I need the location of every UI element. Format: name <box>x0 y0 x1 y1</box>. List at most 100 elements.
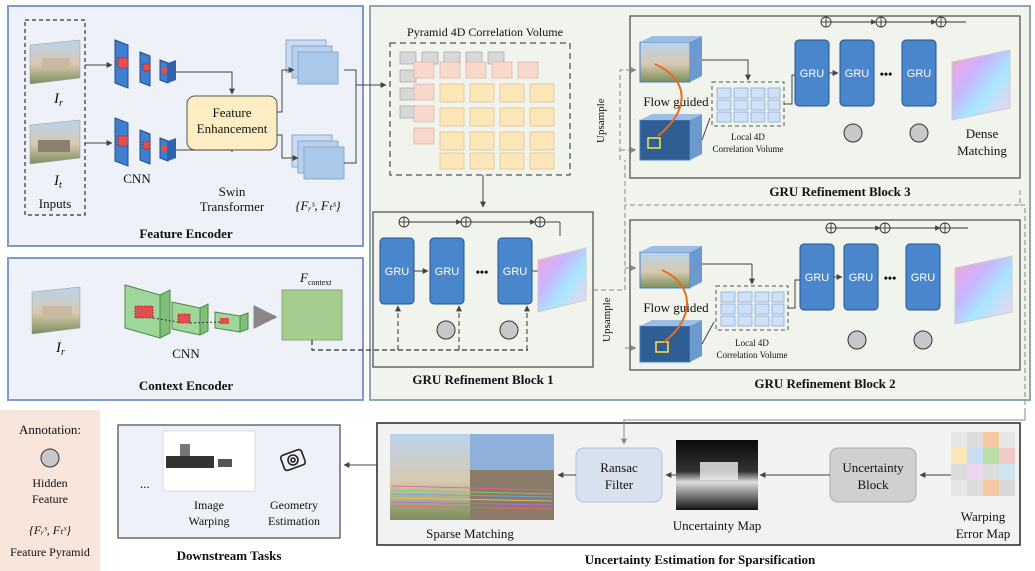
feature-encoder-panel: Ir It Inputs CNN <box>7 5 364 247</box>
svg-text:Block: Block <box>857 477 889 492</box>
gru-cell: GRU <box>839 39 875 107</box>
svg-text:•••: ••• <box>476 265 489 279</box>
gru-cell: GRU <box>497 237 533 305</box>
svg-text:GRU: GRU <box>805 272 830 284</box>
svg-text:Feature Pyramid: Feature Pyramid <box>10 545 90 559</box>
flow-output-1 <box>537 247 587 313</box>
svg-text:GRU: GRU <box>907 68 932 80</box>
uncertainty-block-box <box>829 447 917 503</box>
gru-cell: GRU <box>905 243 941 311</box>
context-feature-block <box>281 289 343 341</box>
svg-text:Uncertainty Map: Uncertainty Map <box>673 518 761 533</box>
svg-text:Swin: Swin <box>219 184 246 199</box>
downstream-tasks-panel: ... Image Warping Geometry Estimation Do… <box>117 424 341 563</box>
svg-text:...: ... <box>140 476 150 491</box>
svg-text:GRU: GRU <box>911 272 936 284</box>
svg-text:Flow guided: Flow guided <box>643 300 709 315</box>
warped-frame-bottom <box>639 320 702 363</box>
svg-text:•••: ••• <box>884 271 897 285</box>
svg-text:GRU: GRU <box>435 266 460 278</box>
local-correlation-volume-2 <box>715 285 789 331</box>
context-encoder-title: Context Encoder <box>139 378 233 393</box>
svg-text:Filter: Filter <box>605 477 634 492</box>
svg-text:Feature: Feature <box>213 105 252 120</box>
svg-text:GRU: GRU <box>845 68 870 80</box>
feature-stack-bottom <box>291 134 345 180</box>
svg-text:Estimation: Estimation <box>268 514 320 528</box>
svg-text:Fcontext: Fcontext <box>299 270 332 287</box>
context-cnn <box>124 284 249 339</box>
svg-text:Error Map: Error Map <box>956 526 1011 541</box>
svg-text:Ransac: Ransac <box>600 460 638 475</box>
gru-cell: GRU <box>429 237 465 305</box>
cnn-label: CNN <box>123 171 151 186</box>
uncertainty-title: Uncertainty Estimation for Sparsificatio… <box>585 552 816 567</box>
feature-stack-top <box>285 39 339 85</box>
input-image-t <box>29 119 81 165</box>
svg-text:GRU: GRU <box>385 266 410 278</box>
svg-text:Local 4D: Local 4D <box>735 338 769 348</box>
hidden-feature-symbol <box>40 448 60 468</box>
block3-title: GRU Refinement Block 3 <box>769 184 911 199</box>
svg-text:Sparse Matching: Sparse Matching <box>426 526 514 541</box>
feature-pyramid-symbol: {Fᵣˢ, Fₜˢ} <box>295 198 341 213</box>
svg-text:Matching: Matching <box>957 143 1007 158</box>
svg-text:Warping: Warping <box>188 514 229 528</box>
camera-icon <box>279 448 307 472</box>
svg-text:Transformer: Transformer <box>200 199 265 214</box>
context-input-image <box>31 286 81 335</box>
cnn-top <box>114 39 176 89</box>
downstream-title: Downstream Tasks <box>177 548 282 563</box>
feature-encoder-title: Feature Encoder <box>139 226 232 241</box>
uncertainty-panel: Sparse Matching Ransac Filter Uncertaint… <box>376 422 1021 567</box>
svg-text:Uncertainty: Uncertainty <box>842 460 904 475</box>
block2-title: GRU Refinement Block 2 <box>754 376 895 391</box>
ransac-filter-box <box>575 447 663 503</box>
flow-output-3 <box>951 49 1011 121</box>
svg-text:GRU: GRU <box>800 68 825 80</box>
svg-text:Flow guided: Flow guided <box>643 94 709 109</box>
gru-cell: GRU <box>794 39 830 107</box>
warped-frame-top <box>639 36 702 83</box>
svg-text:Ir: Ir <box>53 91 63 109</box>
gru-cell: GRU <box>843 243 879 311</box>
block1-title: GRU Refinement Block 1 <box>412 372 553 387</box>
svg-text:Image: Image <box>194 498 224 512</box>
svg-text:It: It <box>53 173 62 191</box>
svg-text:Annotation:: Annotation: <box>19 422 81 437</box>
gru-cell: GRU <box>799 243 835 311</box>
inputs-dashed-box <box>24 19 86 216</box>
svg-text:Ir: Ir <box>55 340 65 358</box>
svg-text:Pyramid 4D Correlation Volume: Pyramid 4D Correlation Volume <box>407 25 563 39</box>
svg-text:Correlation Volume: Correlation Volume <box>717 350 788 360</box>
gru-refinement-block-3: Upsample Flow guided Local 4D C <box>595 15 1021 199</box>
svg-text:CNN: CNN <box>172 346 200 361</box>
upsample-label: Upsample <box>601 297 613 342</box>
warped-image <box>162 430 256 492</box>
gru-refinement-block-2: Upsample Flow guided Local 4D C <box>601 219 1021 391</box>
svg-text:Correlation Volume: Correlation Volume <box>713 144 784 154</box>
sparse-matching-image <box>390 434 554 520</box>
svg-text:Dense: Dense <box>966 126 999 141</box>
svg-text:GRU: GRU <box>849 272 874 284</box>
upsample-label: Upsample <box>595 98 607 143</box>
svg-text:{Fᵣˢ, Fₜˢ}: {Fᵣˢ, Fₜˢ} <box>29 523 71 537</box>
svg-text:•••: ••• <box>880 67 893 81</box>
gru-cell: GRU <box>901 39 937 107</box>
context-encoder-panel: Ir CNN Fcontext Context Encoder <box>7 257 364 401</box>
warped-frame-bottom <box>639 114 702 161</box>
svg-text:Hidden: Hidden <box>32 476 67 490</box>
warping-error-map <box>951 432 1015 496</box>
local-correlation-volume-3 <box>711 81 785 127</box>
svg-text:GRU: GRU <box>503 266 528 278</box>
inputs-label: Inputs <box>39 196 72 211</box>
flow-output-2 <box>954 255 1013 325</box>
cnn-bottom <box>114 117 176 167</box>
svg-text:Enhancement: Enhancement <box>197 121 268 136</box>
svg-text:Feature: Feature <box>32 492 68 506</box>
input-image-r <box>29 39 81 85</box>
gru-cell: GRU <box>379 237 415 305</box>
svg-text:Local 4D: Local 4D <box>731 132 765 142</box>
